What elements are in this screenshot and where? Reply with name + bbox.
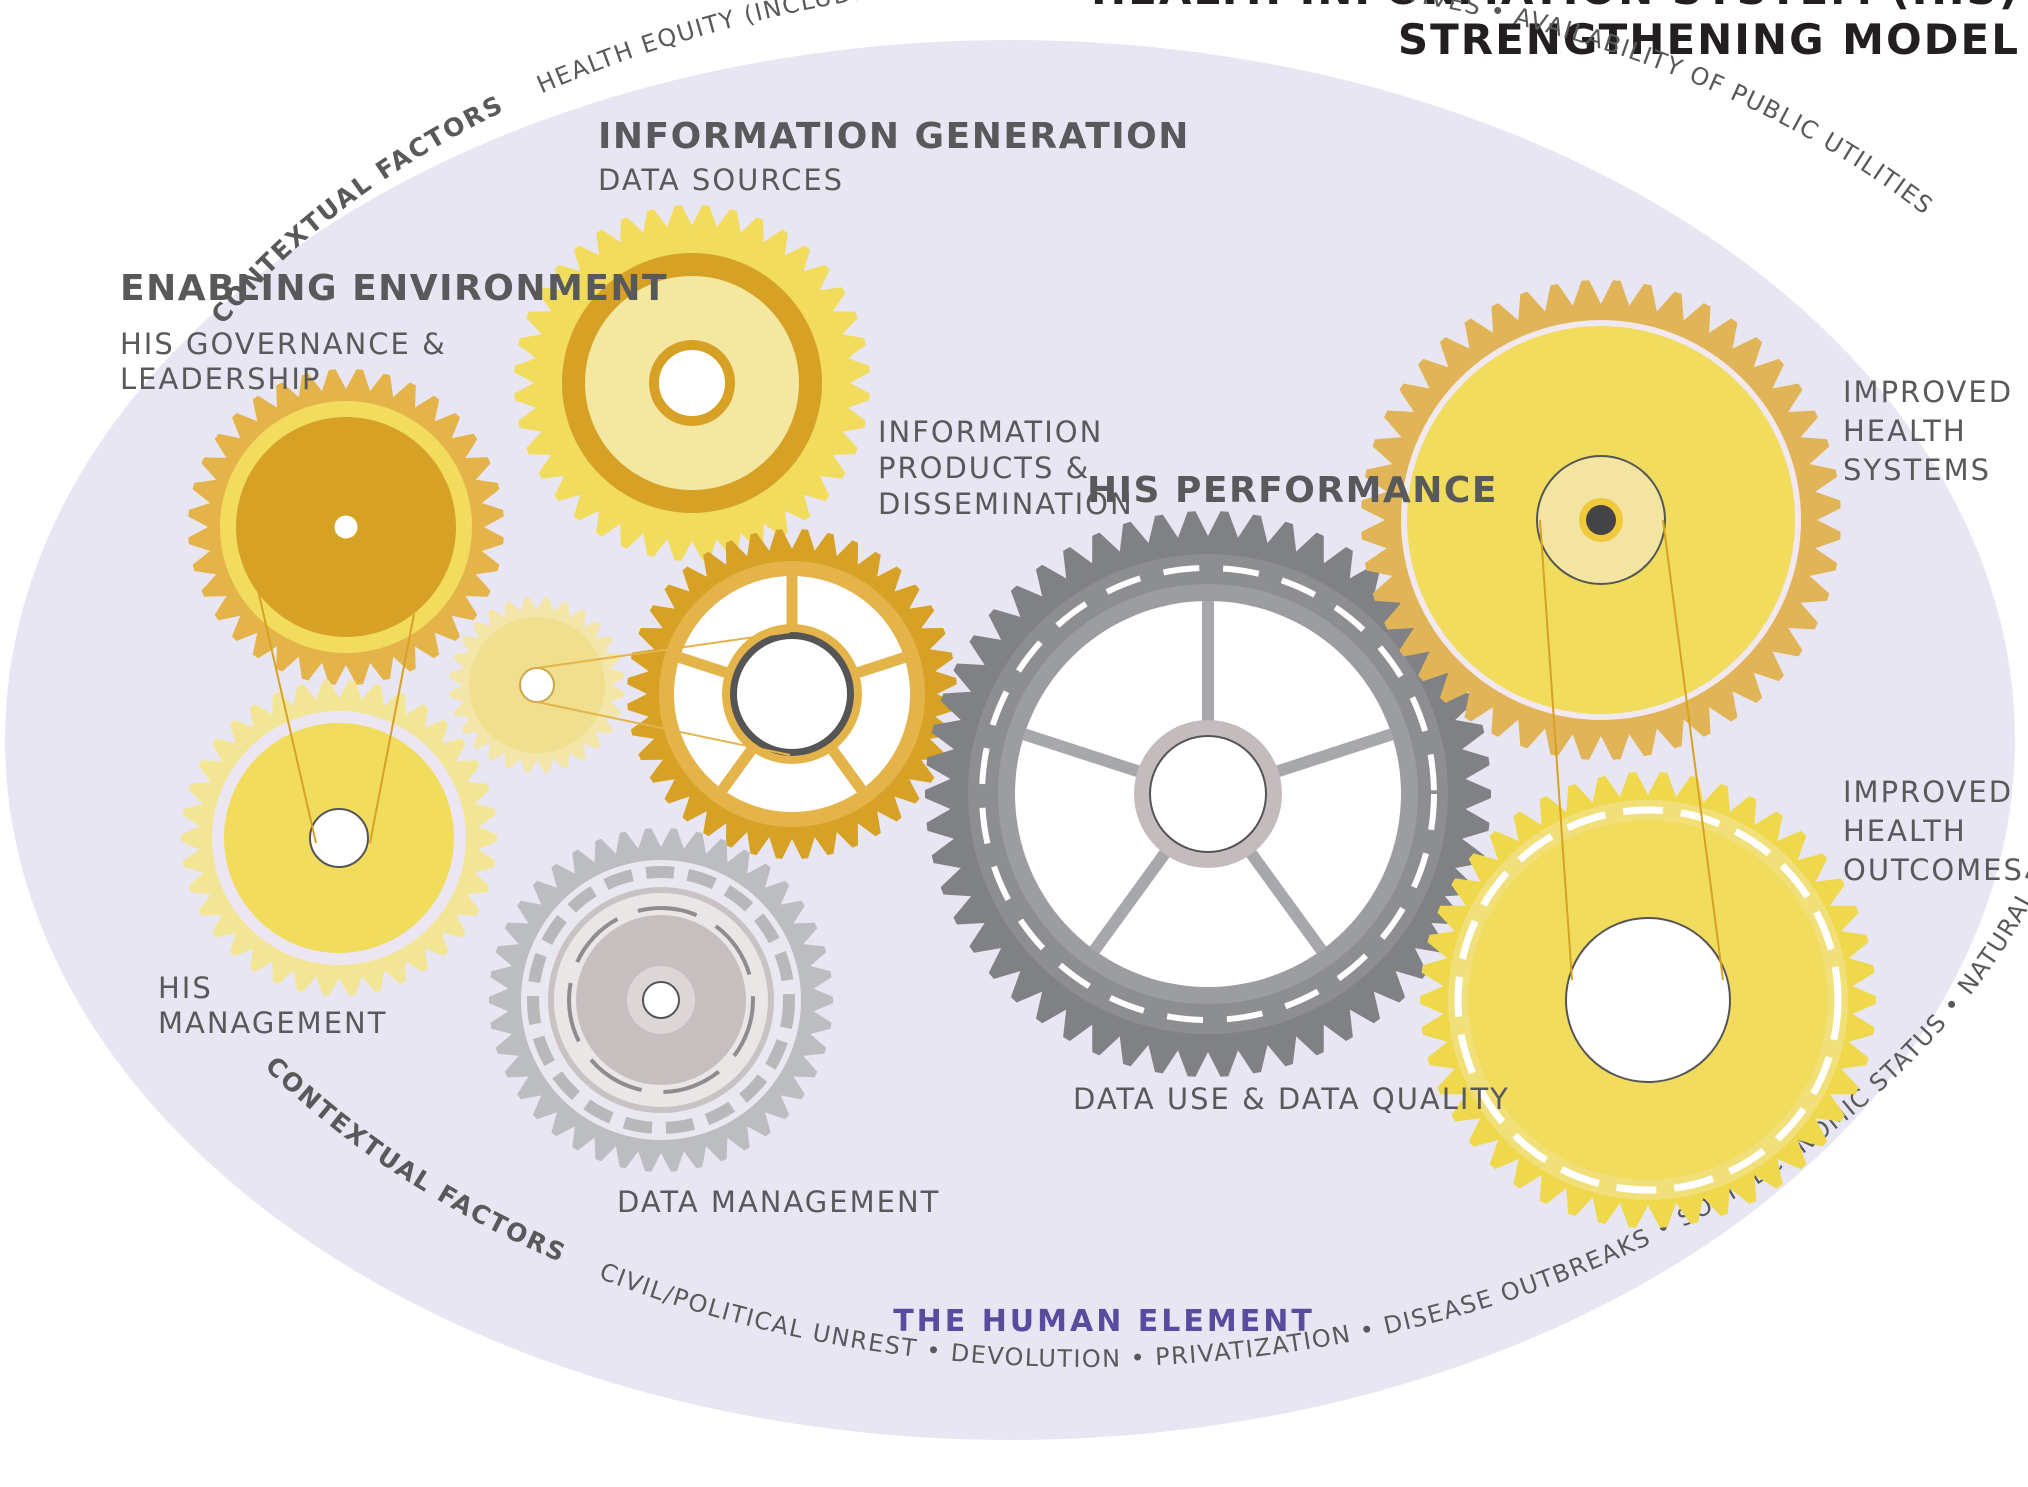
- label-governance-line2: LEADERSHIP: [120, 362, 321, 396]
- gear-improved-health-systems: [1361, 280, 1841, 760]
- label-human-element: THE HUMAN ELEMENT: [893, 1304, 1315, 1339]
- gear-data-sources: [514, 205, 870, 561]
- gear-his-management: [181, 680, 497, 996]
- label-information-generation: INFORMATION GENERATION: [598, 116, 1190, 157]
- belt-small-to-products: [536, 631, 791, 756]
- label-improved-systems-line2: HEALTH: [1843, 414, 1967, 448]
- gear-governance-leadership: [188, 369, 504, 685]
- belt-governance-management: [257, 589, 415, 844]
- gear-small-connector: [449, 597, 625, 773]
- belt-systems-outcomes: [1539, 519, 1724, 981]
- label-info-products-line2: PRODUCTS &: [878, 451, 1090, 485]
- label-his-management-line1: HIS: [158, 971, 213, 1005]
- diagram-title-line2: STRENGTHENING MODEL: [1398, 15, 2020, 64]
- label-improved-systems-line1: IMPROVED: [1843, 375, 2013, 409]
- label-his-performance: HIS PERFORMANCE: [1087, 470, 1498, 511]
- label-improved-outcomes-line1: IMPROVED: [1843, 775, 2013, 809]
- label-data-management: DATA MANAGEMENT: [617, 1185, 940, 1219]
- label-governance-line1: HIS GOVERNANCE &: [120, 327, 447, 361]
- label-his-management-line2: MANAGEMENT: [158, 1006, 387, 1040]
- label-data-use-quality: DATA USE & DATA QUALITY: [1073, 1082, 1510, 1116]
- label-enabling-environment: ENABLING ENVIRONMENT: [120, 268, 668, 309]
- gear-data-management: [489, 828, 833, 1172]
- label-improved-outcomes-line3: OUTCOMES: [1843, 853, 2024, 887]
- gear-his-performance: [925, 511, 1491, 1077]
- label-data-sources: DATA SOURCES: [598, 163, 844, 197]
- gear-improved-health-outcomes: [1420, 772, 1876, 1228]
- label-improved-outcomes-line2: HEALTH: [1843, 814, 1967, 848]
- diagram-title-line1: HEALTH INFORMATION SYSTEM (HIS): [1091, 0, 2020, 14]
- label-info-products-line3: DISSEMINATION: [878, 487, 1134, 521]
- label-info-products-line1: INFORMATION: [878, 415, 1103, 449]
- gear-information-products: [627, 529, 957, 859]
- label-improved-systems-line3: SYSTEMS: [1843, 453, 1991, 487]
